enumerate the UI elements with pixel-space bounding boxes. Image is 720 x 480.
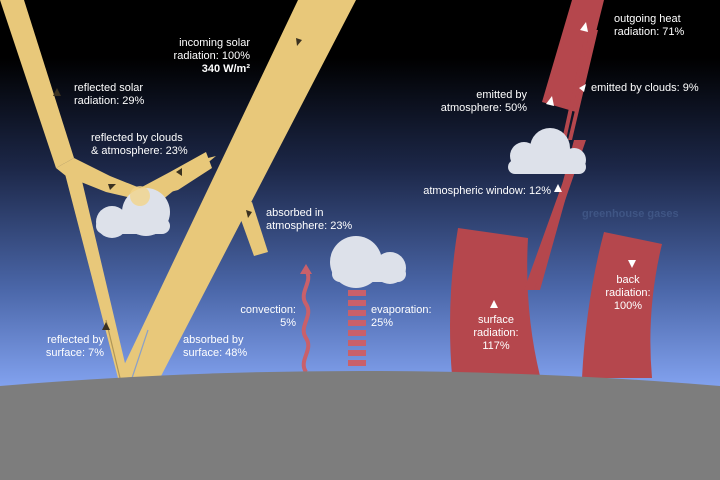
cloud-right <box>508 128 586 174</box>
ground <box>0 371 720 480</box>
evaporation-label: evaporation: 25% <box>371 304 432 329</box>
back-radiation-label: back radiation: 100% <box>605 274 651 312</box>
surface-radiation-label: surface radiation: 117% <box>473 314 519 352</box>
absorbed-atmosphere-label: absorbed in atmosphere: 23% <box>266 207 353 232</box>
heat-arrowheads <box>490 22 636 308</box>
reflected-clouds-label: reflected by clouds & atmosphere: 23% <box>91 132 188 157</box>
emitted-atmosphere-label: emitted by atmosphere: 50% <box>440 89 527 114</box>
direction-arrowheads <box>53 38 302 330</box>
absorbed-surface-label: absorbed by surface: 48% <box>183 334 248 359</box>
incoming-solar-beam <box>118 0 356 378</box>
greenhouse-gases-label: greenhouse gases <box>582 208 679 220</box>
incoming-solar-text: incoming solar radiation: 100% <box>173 37 250 62</box>
outgoing-heat-label: outgoing heat radiation: 71% <box>614 13 685 38</box>
absorbed-surface-line <box>131 329 149 379</box>
atmospheric-window-label: atmospheric window: 12% <box>423 185 551 197</box>
cloud-middle <box>330 236 406 288</box>
incoming-value-text: 340 W/m² <box>201 63 250 75</box>
incoming-solar-label: incoming solar radiation: 100% <box>173 24 250 63</box>
emitted-clouds-label: emitted by clouds: 9% <box>591 82 699 94</box>
reflected-surface-label: reflected by surface: 7% <box>45 334 104 359</box>
incoming-solar-value: 340 W/m² <box>196 50 250 76</box>
convection-arrowhead <box>300 264 312 274</box>
convection-arrow <box>301 268 311 374</box>
convection-label: convection: 5% <box>240 304 296 329</box>
sun-glow <box>130 186 150 206</box>
reflected-solar-label: reflected solar radiation: 29% <box>74 82 145 107</box>
